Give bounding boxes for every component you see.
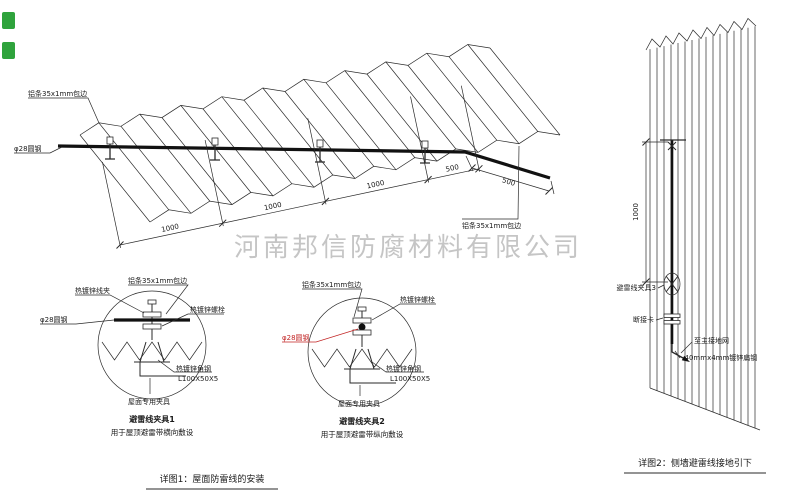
leader-rod [14,146,63,154]
detail1-wire-clip-label: 热镀锌线夹 [75,286,110,295]
detail1-edge-label: 铝条35x1mm包边 [128,276,187,285]
detail1-angle-label-2: L100X50X5 [178,375,218,383]
dim-500-side: 500 [501,176,516,188]
side-dim-ticks [468,164,553,195]
wire-clamp-4 [421,140,429,149]
detail2-edge-label: 铝条35x1mm包边 [302,280,361,289]
detail2-fixture-label: 屋面专用夹具 [338,399,380,408]
wire-clamp-2 [211,137,219,146]
detail2-leaders [302,288,436,396]
roof-corrugation-lines [79,44,561,223]
detail2-clamp-plate-bottom [352,329,372,336]
detail1-title: 避雷线夹具1 [129,414,175,424]
dim-chain-line [119,168,479,246]
detail2-rod-label: φ28圆钢 [282,333,310,342]
detail2-subtitle: 用于屋顶避雷带纵向敷设 [321,429,404,439]
wall-top-edge [645,17,757,51]
caption-detail1: 详图1：屋面防雷线的安装 [160,473,265,485]
detail2-roof-profile [311,348,413,368]
detail1-rod-label: φ28圆钢 [40,315,68,324]
roof-isometric-view: 1000 1000 1000 500 500 铝条35x1mm包边 φ28圆钢 … [14,44,561,249]
detail2-wire-section [358,323,366,331]
roof-edge-label-right: 铝条35x1mm包边 [462,221,521,230]
dim-1000-b: 1000 [263,201,282,213]
roof-rod-label: φ28圆钢 [14,144,42,153]
detail2-rod-leader [282,328,359,343]
detail1-angle-label-1: 热镀锌角钢 [176,364,211,373]
wall-steel-label: -40mmx4mm镀锌扁钢 [682,353,757,362]
wall-clamp3-label: 避雷线夹具3 [617,283,656,292]
detail1-subtitle: 用于屋顶避雷带横向敷设 [111,427,194,437]
wall-dim-1000: 1000 [632,203,640,221]
caption-detail2: 详图2：侧墙避雷线接地引下 [638,457,752,469]
dim-extension-lines [102,85,480,248]
captions: 详图1：屋面防雷线的安装 详图2：侧墙避雷线接地引下 [146,457,766,490]
detail-clamp-2: 铝条35x1mm包边 热镀锌螺栓 φ28圆钢 热镀锌角钢 L100X50X5 屋… [282,280,436,439]
dim-1000-c: 1000 [366,179,385,191]
wall-flat-steel [671,344,684,359]
detail1-circle [97,290,207,400]
leader-edge-top [28,97,100,124]
detail1-leaders [40,284,224,394]
wall-dim-ticks [642,138,650,286]
wall-clamp3-cross [665,275,679,293]
wall-clamp3-circle [663,272,681,296]
wall-ground-label: 至主接地网 [694,336,729,345]
wall-disconnect-label: 断接卡 [633,315,654,324]
wire-clamp-1 [106,136,114,145]
detail2-angle-label-1: 热镀锌角钢 [386,364,421,373]
detail2-title: 避雷线夹具2 [339,416,385,426]
wall-label-leaders [655,284,693,359]
desktop-icon-2[interactable] [2,42,15,59]
detail1-clamp-plate-bottom [142,323,162,330]
desktop-icon-1[interactable] [2,12,15,29]
detail-clamp-1: 热镀锌线夹 铝条35x1mm包边 热镀锌螺栓 φ28圆钢 热镀锌角钢 L100X… [40,276,225,437]
roof-edge-label-top: 铝条35x1mm包边 [28,89,87,98]
dim-500-chain: 500 [445,163,460,174]
wire-clamp-posts [105,137,430,164]
detail1-roof-profile [101,341,203,361]
disconnect-bar-top [663,313,681,318]
detail2-bolt-label: 热镀锌螺栓 [400,295,435,304]
detail2-bolt-head [357,306,367,312]
detail1-clamp-plate-top [142,311,162,318]
dim-ticks [116,164,483,249]
company-watermark: 河南邦信防腐材料有限公司 [234,233,582,263]
wall-upper-clamp [667,141,677,151]
side-wall-view: 1000 避雷线夹具3 断接卡 至主接地网 -40mmx4mm镀锌扁钢 [617,17,761,431]
disconnect-bar-bottom [663,320,681,325]
ground-arrow [681,355,690,362]
wall-bottom-edge [649,387,761,431]
leader-edge-right [462,145,520,220]
detail2-angle-steel [349,369,396,384]
detail1-fixture-label: 屋面专用夹具 [128,397,170,406]
wire-clamp-3 [316,139,324,148]
lightning-wire [57,144,551,180]
detail2-angle-label-2: L100X50X5 [390,375,430,383]
detail1-bolt-head [147,299,157,305]
detail1-bolt-label: 热镀锌螺栓 [190,305,225,314]
detail2-clamp-plate-top [352,317,372,324]
detail1-angle-steel [139,362,186,377]
dim-1000-a: 1000 [161,222,180,234]
detail2-circle [307,297,417,407]
